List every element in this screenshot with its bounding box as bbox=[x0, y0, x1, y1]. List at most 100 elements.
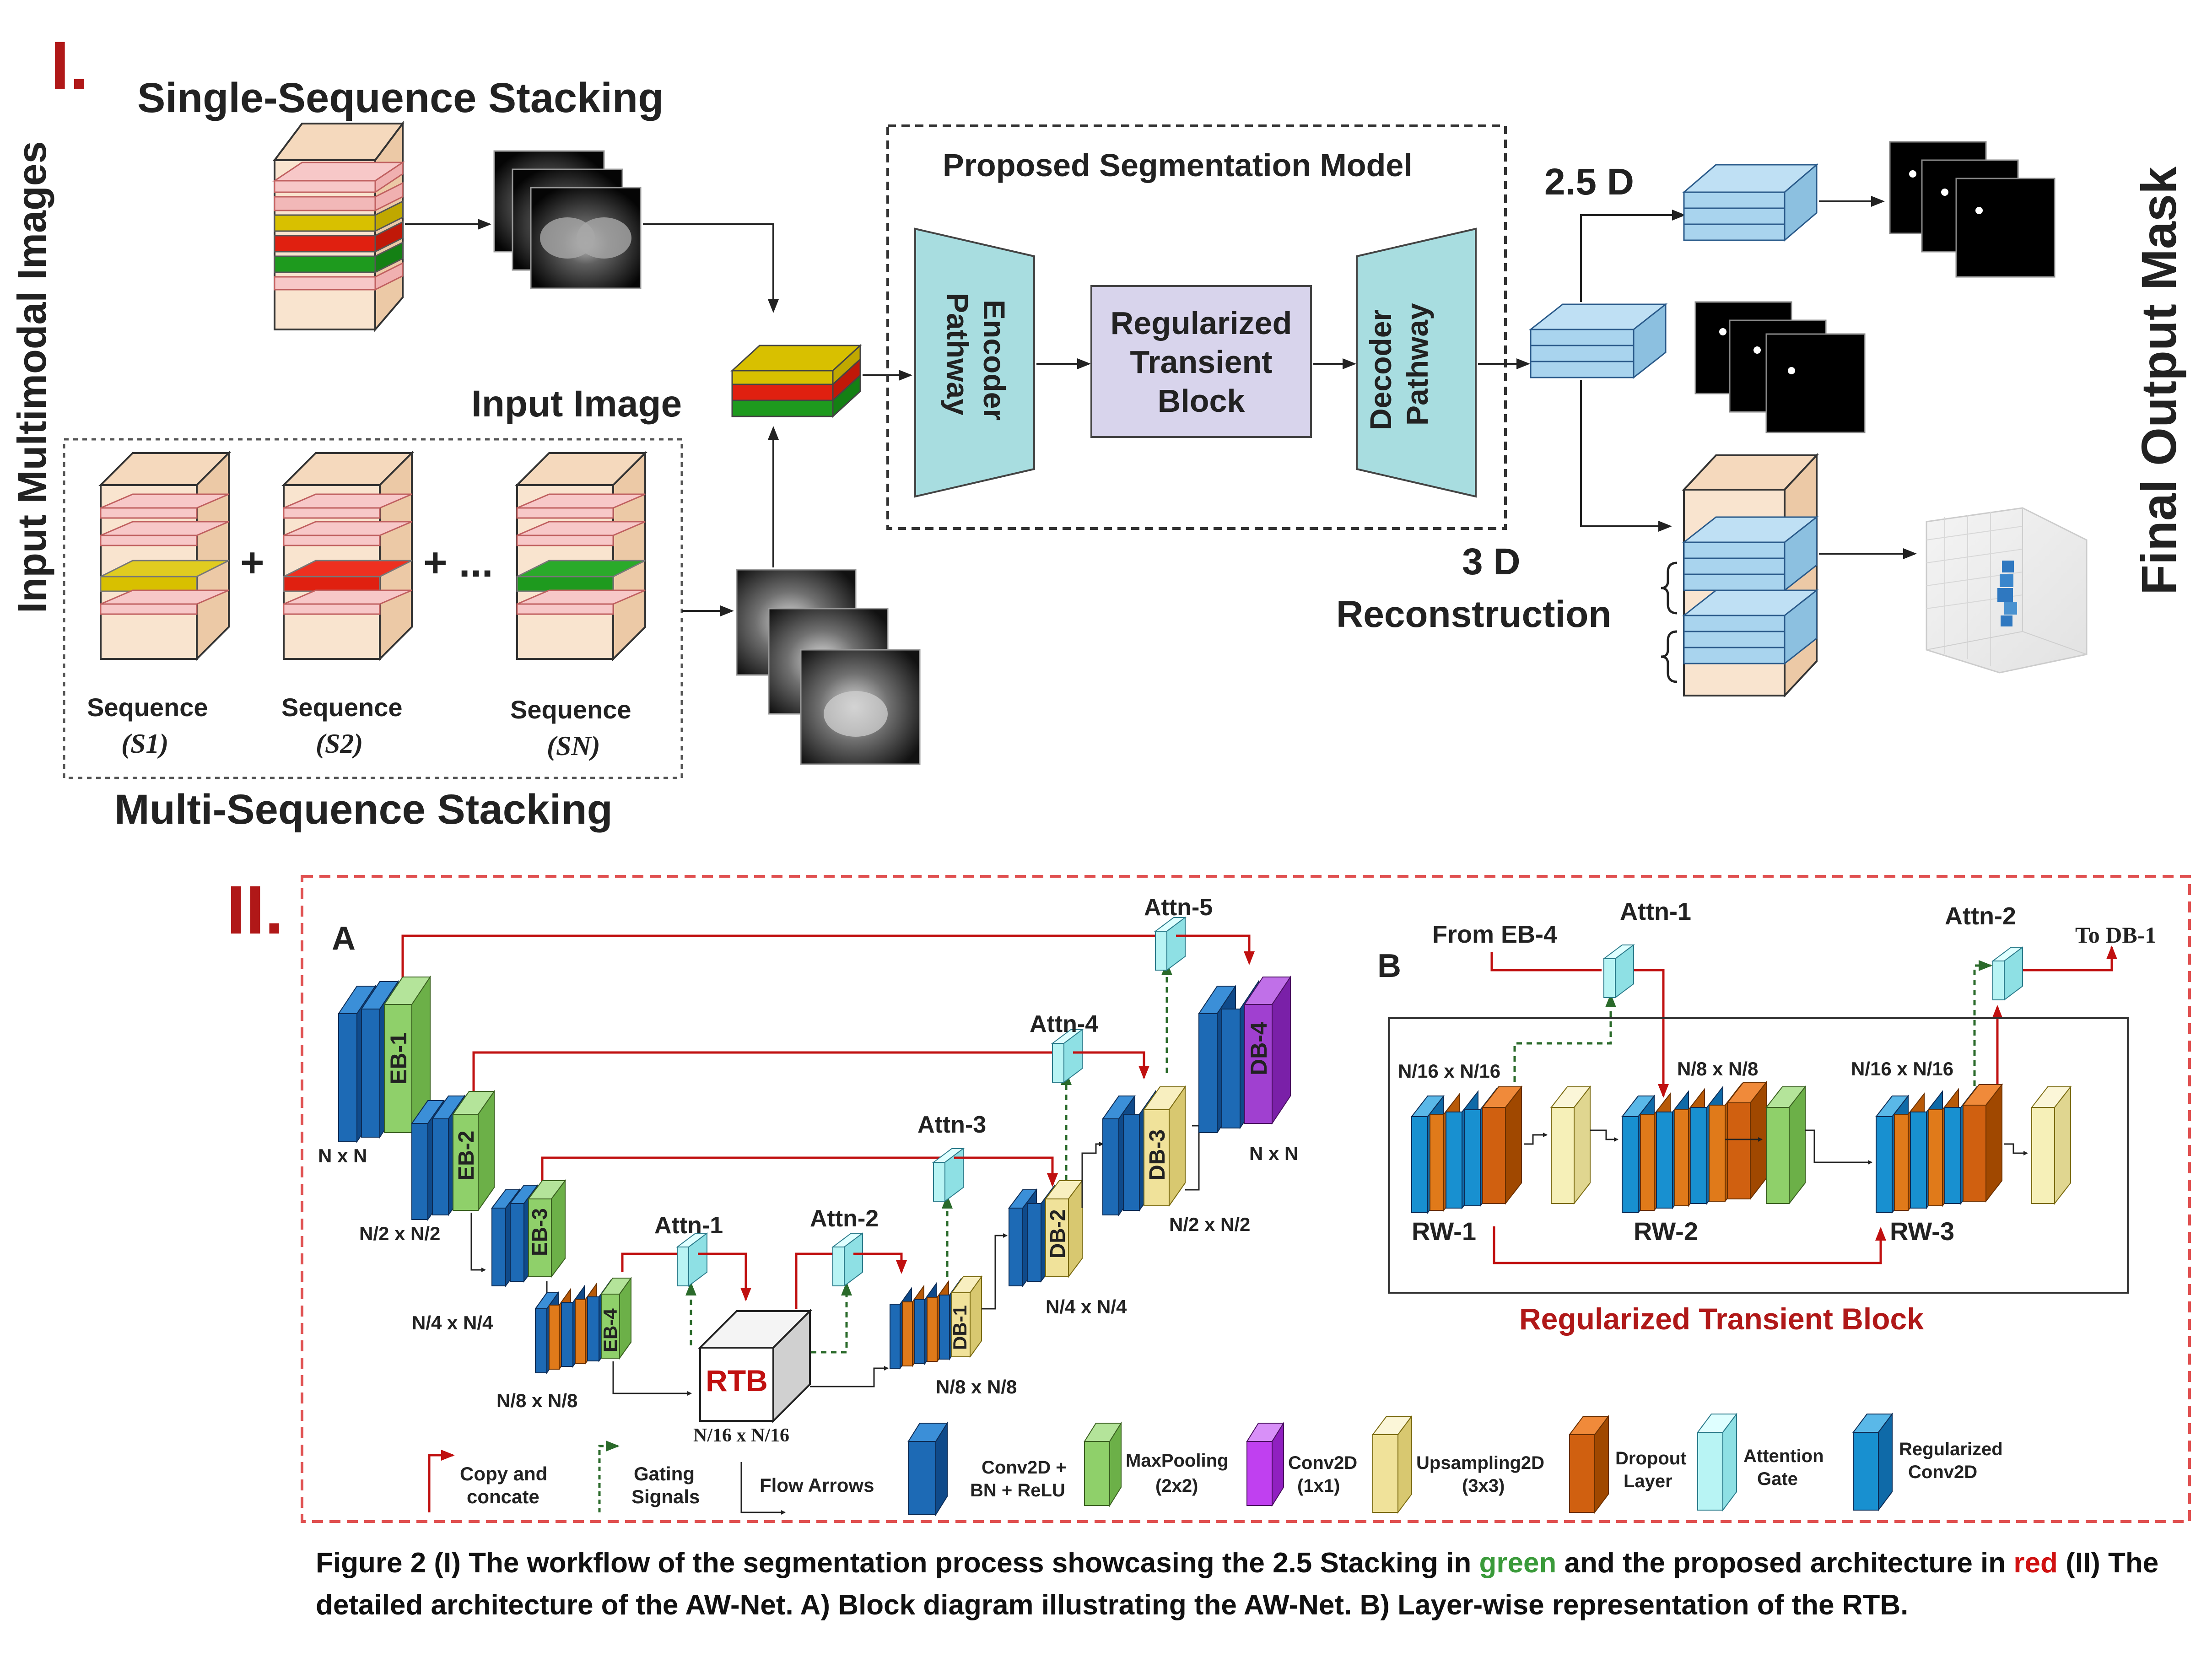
legend-dropout-swatch bbox=[1569, 1415, 1609, 1514]
single-sequence-title: Single-Sequence Stacking bbox=[137, 75, 664, 121]
panel-a-label: A bbox=[332, 920, 356, 957]
flow-rtb-db1 bbox=[810, 1366, 889, 1387]
size-db1: N/8 x N/8 bbox=[936, 1376, 1017, 1398]
encoder-block-1: EB-1 bbox=[338, 975, 431, 1144]
legend-conv11-1: Conv2D bbox=[1288, 1453, 1357, 1473]
eb2-label: EB-2 bbox=[454, 1131, 479, 1181]
size-eb2: N/2 x N/2 bbox=[359, 1223, 440, 1244]
caption-green: green bbox=[1479, 1547, 1557, 1579]
rtb-cube-label: RTB bbox=[706, 1364, 768, 1398]
legend-attention-1: Attention bbox=[1743, 1446, 1824, 1466]
legend-regconv-1: Regularized bbox=[1899, 1439, 2003, 1459]
rw3-flow bbox=[2004, 1143, 2028, 1155]
reconstruction-volume bbox=[1661, 453, 1819, 698]
db1-label: DB-1 bbox=[949, 1305, 971, 1350]
rtb-block: Regularized Transient Block bbox=[1090, 285, 1312, 438]
rw2-size: N/8 x N/8 bbox=[1677, 1058, 1758, 1079]
rtb-detail-title: Regularized Transient Block bbox=[1519, 1302, 1924, 1336]
rw-block-2 bbox=[1621, 1081, 1768, 1214]
size-eb3: N/4 x N/4 bbox=[412, 1312, 493, 1333]
attn-1-label-a: Attn-1 bbox=[654, 1212, 723, 1239]
plus-dots-sign: + ... bbox=[423, 540, 493, 586]
rw1-size: N/16 x N/16 bbox=[1398, 1060, 1500, 1082]
decoder-pathway: Decoder Pathway bbox=[1356, 227, 1477, 498]
legend-gating-arrow bbox=[598, 1441, 620, 1512]
encoder-pathway: Encoder Pathway bbox=[914, 227, 1035, 498]
attn-2-label-b: Attn-2 bbox=[1945, 902, 2016, 930]
rw-block-3 bbox=[1875, 1083, 2003, 1214]
legend-conv11-2: (1x1) bbox=[1297, 1476, 1340, 1496]
part-two-box bbox=[301, 875, 2191, 1523]
flow-db3-db4 bbox=[1185, 1125, 1200, 1191]
sequence-volume-1 bbox=[98, 451, 231, 661]
attn-gates-a bbox=[676, 917, 1187, 1287]
decoder-block-3: DB-3 bbox=[1102, 1085, 1186, 1217]
sequence-symbol-2: (S2) bbox=[316, 729, 363, 759]
decoder-block-2: DB-2 bbox=[1008, 1179, 1083, 1287]
encoder-label-1: Encoder bbox=[977, 300, 1011, 421]
gating-signals bbox=[685, 961, 1172, 1354]
to-db1-label: To DB-1 bbox=[2075, 922, 2156, 948]
flow-eb2-eb3 bbox=[470, 1213, 486, 1272]
caption-part-3: (II) The detailed architecture of the AW… bbox=[316, 1547, 2159, 1621]
rw-block-1 bbox=[1410, 1085, 1523, 1214]
size-rtb: N/16 x N/16 bbox=[693, 1425, 789, 1446]
size-db4: N x N bbox=[1249, 1143, 1298, 1164]
attn-3-label-a: Attn-3 bbox=[917, 1112, 986, 1138]
size-eb4: N/8 x N/8 bbox=[496, 1390, 577, 1411]
legend-gating-2: Signals bbox=[631, 1486, 700, 1507]
breast-mri-slices bbox=[493, 150, 642, 289]
rw2-label: RW-2 bbox=[1634, 1217, 1698, 1246]
rtb-detail-frame bbox=[1388, 1017, 2129, 1294]
brain-mri-slices bbox=[736, 569, 921, 765]
legend-copy-arrow bbox=[428, 1450, 455, 1512]
size-eb1: N x N bbox=[318, 1145, 367, 1166]
encoder-block-2: EB-2 bbox=[411, 1090, 495, 1221]
part-one-label: I. bbox=[50, 27, 88, 104]
legend-maxpool-1: MaxPooling bbox=[1126, 1451, 1228, 1471]
arrow-to-3d bbox=[1580, 380, 1672, 532]
final-output-mask-label: Final Output Mask bbox=[2131, 166, 2186, 595]
sequence-symbol-n: (SN) bbox=[547, 731, 600, 761]
legend-upsample-2: (3x3) bbox=[1462, 1476, 1505, 1496]
rw3-upsample bbox=[2030, 1085, 2072, 1205]
size-db3: N/2 x N/2 bbox=[1169, 1214, 1250, 1235]
legend-conv-1: Conv2D + bbox=[982, 1457, 1067, 1478]
input-image-label: Input Image bbox=[471, 383, 682, 425]
part-two-label: II. bbox=[227, 871, 284, 948]
attn-outputs-a bbox=[698, 934, 1249, 1255]
legend-conv11-swatch bbox=[1246, 1421, 1284, 1507]
stack-25d bbox=[1682, 163, 1819, 242]
eb3-label: EB-3 bbox=[528, 1208, 551, 1256]
rtb-label-3: Block bbox=[1158, 383, 1245, 419]
encoder-block-3: EB-3 bbox=[491, 1179, 566, 1287]
output-stack bbox=[1528, 302, 1668, 379]
figure-caption: Figure 2 (I) The workflow of the segment… bbox=[316, 1542, 2201, 1626]
sequence-label-2: Sequence bbox=[281, 693, 403, 722]
multi-sequence-title: Multi-Sequence Stacking bbox=[114, 786, 613, 833]
legend-regconv-2: Conv2D bbox=[1908, 1462, 1977, 1482]
arrow-to-25d bbox=[1580, 210, 1686, 302]
attn-2-label-a: Attn-2 bbox=[810, 1205, 879, 1232]
decoder-label-1: Decoder bbox=[1364, 309, 1397, 430]
rw1-upsample bbox=[1550, 1085, 1592, 1205]
attn-gates-b bbox=[1602, 944, 2024, 1001]
legend-dropout-1: Dropout bbox=[1615, 1448, 1687, 1468]
legend-gating-1: Gating bbox=[634, 1463, 695, 1484]
sequence-symbol-1: (S1) bbox=[121, 729, 168, 759]
caption-part-1: Figure 2 (I) The workflow of the segment… bbox=[316, 1547, 1479, 1579]
encoder-label-2: Pathway bbox=[941, 293, 975, 416]
rw2-to-rw3 bbox=[1805, 1129, 1872, 1165]
rw1-flow bbox=[1524, 1133, 1548, 1145]
caption-part-2: and the proposed architecture in bbox=[1556, 1547, 2014, 1579]
flow-db2-db3 bbox=[1081, 1142, 1104, 1208]
legend-maxpool-2: (2x2) bbox=[1155, 1476, 1198, 1496]
legend-maxpool-swatch bbox=[1084, 1421, 1122, 1507]
legend-upsample-1: Upsampling2D bbox=[1416, 1453, 1544, 1473]
attn-1-label-b: Attn-1 bbox=[1620, 898, 1691, 925]
legend-flow-arrow bbox=[740, 1462, 786, 1515]
eb1-label: EB-1 bbox=[386, 1032, 411, 1085]
legend-attention-2: Gate bbox=[1757, 1469, 1798, 1489]
sequence-label-1: Sequence bbox=[87, 693, 208, 722]
